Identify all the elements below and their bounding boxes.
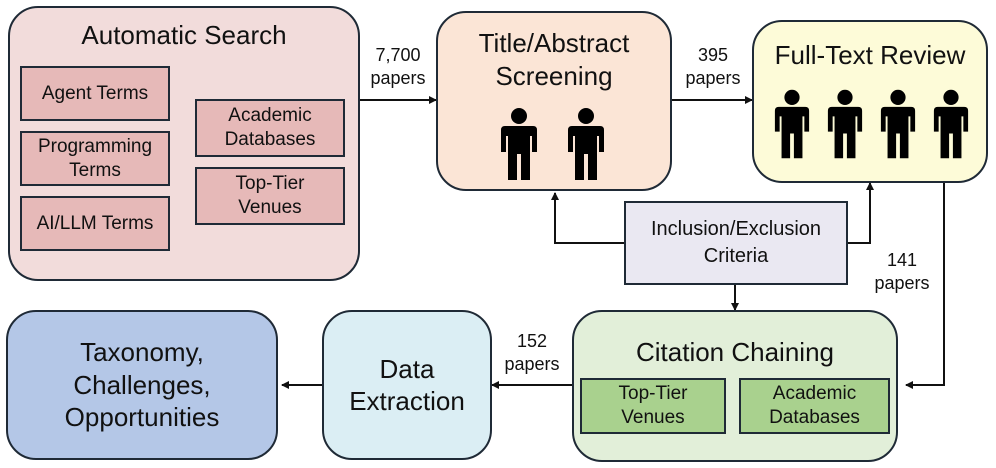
arrow-criteria-to-fulltext bbox=[848, 182, 874, 244]
search-term-ai-llm: AI/LLM Terms bbox=[20, 196, 170, 251]
search-term-agent: Agent Terms bbox=[20, 66, 170, 121]
output-stage: Taxonomy, Challenges, Opportunities bbox=[6, 310, 278, 460]
citation-source-venues: Top-Tier Venues bbox=[580, 378, 726, 434]
person-icon bbox=[932, 89, 970, 159]
data-extraction-title: Data Extraction bbox=[349, 353, 465, 417]
flow-label-141: 141 papers bbox=[874, 250, 930, 294]
output-title: Taxonomy, Challenges, Opportunities bbox=[64, 337, 220, 433]
flow-label-152: 152 papers bbox=[504, 331, 560, 375]
search-source-databases: Academic Databases bbox=[195, 99, 345, 157]
search-source-venues: Top-Tier Venues bbox=[195, 167, 345, 225]
screening-stage: Title/Abstract Screening bbox=[436, 11, 672, 191]
flow-label-7700: 7,700 papers bbox=[370, 45, 426, 89]
flow-label-395: 395 papers bbox=[685, 45, 741, 89]
citation-chaining-title: Citation Chaining bbox=[635, 337, 834, 367]
citation-source-databases: Academic Databases bbox=[739, 378, 890, 434]
automatic-search-title: Automatic Search bbox=[81, 20, 287, 50]
screening-title: Title/Abstract Screening bbox=[478, 28, 630, 91]
person-icon bbox=[566, 108, 606, 180]
person-icon bbox=[879, 89, 917, 159]
criteria-box: Inclusion/Exclusion Criteria bbox=[624, 201, 848, 285]
person-icon bbox=[773, 89, 811, 159]
search-term-programming: Programming Terms bbox=[20, 131, 170, 186]
arrow-fulltext-to-citation bbox=[905, 183, 945, 389]
data-extraction-stage: Data Extraction bbox=[322, 310, 492, 460]
fulltext-review-title: Full-Text Review bbox=[774, 40, 966, 70]
criteria-title: Inclusion/Exclusion Criteria bbox=[650, 218, 822, 267]
person-icon bbox=[826, 89, 864, 159]
person-icon bbox=[499, 108, 539, 180]
arrow-criteria-to-screening bbox=[551, 192, 624, 244]
